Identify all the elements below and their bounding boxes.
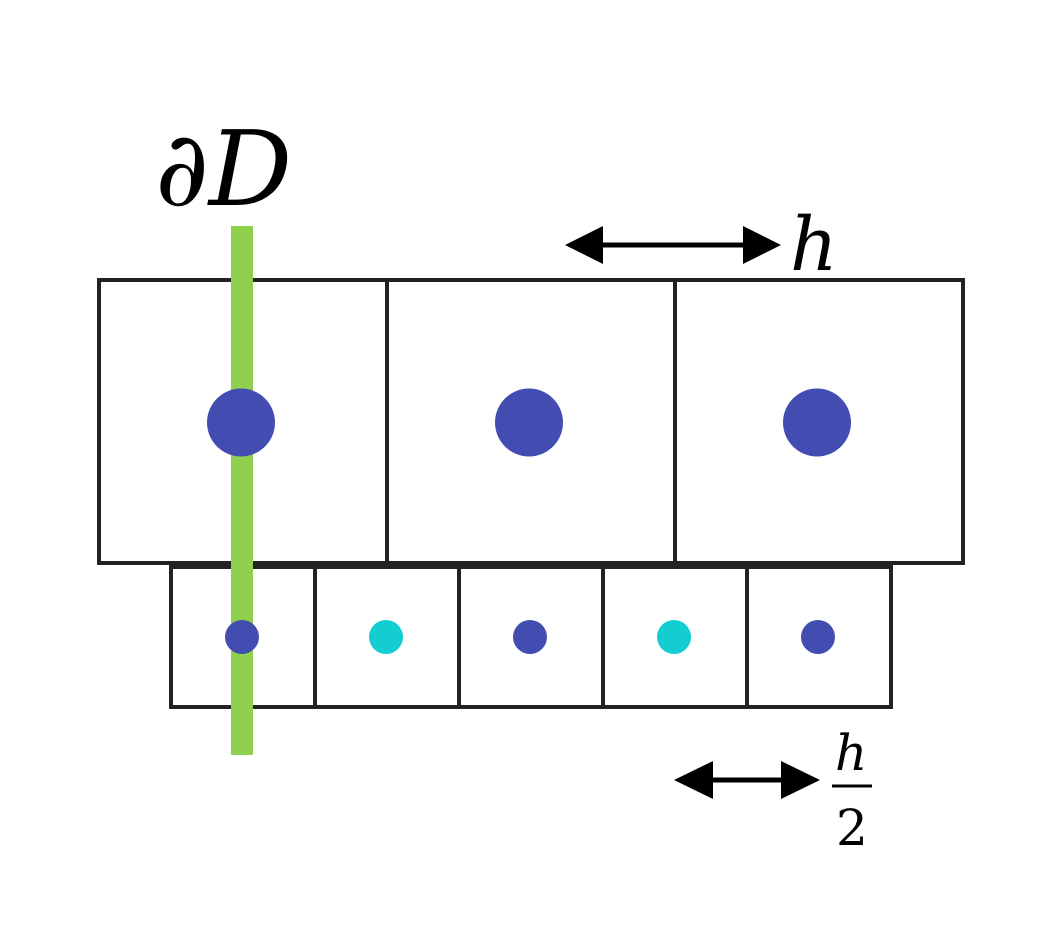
coarse-spacing-arrow — [565, 226, 781, 264]
coarse-node — [207, 388, 275, 457]
fine-node-secondary — [657, 620, 691, 654]
fine-node — [801, 620, 835, 654]
boundary-label: ∂D — [155, 108, 292, 230]
fine-node — [513, 620, 547, 654]
coarse-node — [783, 388, 851, 457]
boundary-line — [231, 226, 253, 755]
coarse-node — [495, 388, 563, 457]
fine-node-secondary — [369, 620, 403, 654]
coarse-spacing-label: h — [790, 202, 838, 288]
coarse-cell — [673, 278, 965, 565]
fine-spacing-arrow — [674, 761, 820, 799]
fine-spacing-numerator: h — [835, 724, 867, 782]
grid-nodes — [207, 388, 851, 654]
fine-spacing-denominator: 2 — [836, 799, 868, 857]
fine-node — [225, 620, 259, 654]
fine-cell — [745, 565, 893, 709]
